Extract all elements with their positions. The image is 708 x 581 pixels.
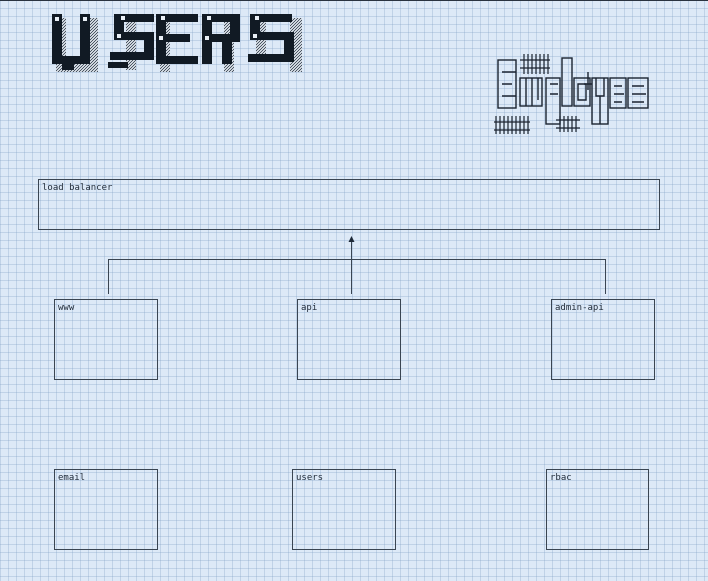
arrowhead-icon — [348, 236, 355, 242]
node-www[interactable]: www — [54, 299, 158, 380]
node-admin-api[interactable]: admin-api — [551, 299, 655, 380]
node-email[interactable]: email — [54, 469, 158, 550]
edge-www-to-load-balancer — [108, 259, 352, 294]
node-label: load balancer — [42, 183, 113, 193]
node-label: rbac — [550, 473, 572, 483]
edge-admin-api-to-load-balancer — [351, 259, 606, 294]
node-rbac[interactable]: rbac — [546, 469, 649, 550]
node-users[interactable]: users — [292, 469, 396, 550]
node-load-balancer[interactable]: load balancer — [38, 179, 660, 230]
node-label: api — [301, 303, 318, 313]
node-label: email — [58, 473, 86, 483]
node-label: admin-api — [555, 303, 604, 313]
node-label: www — [58, 303, 75, 313]
node-label: users — [296, 473, 324, 483]
top-border-line — [0, 0, 708, 1]
node-api[interactable]: api — [297, 299, 401, 380]
